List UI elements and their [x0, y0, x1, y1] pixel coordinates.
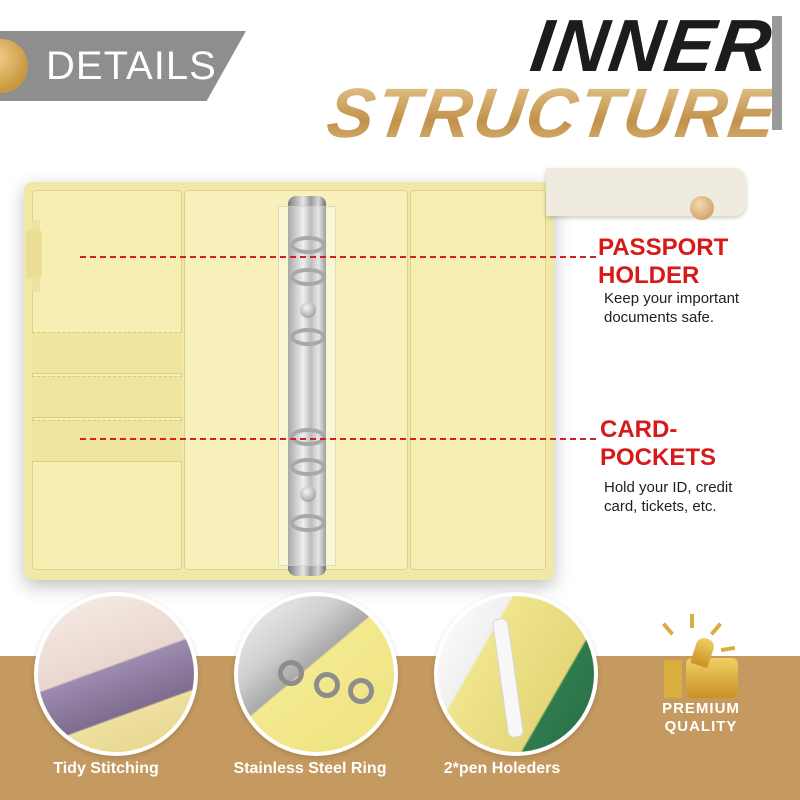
- details-tab-label: DETAILS: [46, 44, 217, 88]
- badge-line1: PREMIUM: [662, 700, 740, 717]
- badge-line2: QUALITY: [664, 718, 738, 735]
- stitching-photo: [38, 596, 194, 752]
- feature-label-pen: 2*pen Holeders: [443, 760, 561, 777]
- binder-ring: [290, 236, 326, 254]
- badge-ray: [709, 622, 723, 636]
- card-indicator-line: [80, 438, 596, 440]
- right-panel: [410, 190, 546, 570]
- snap-button-icon: [690, 196, 714, 220]
- binder-ring: [290, 514, 326, 532]
- thumbs-up-icon: [664, 635, 738, 698]
- feature-thumb-ring: [234, 592, 398, 756]
- badge-ray: [690, 614, 694, 628]
- screw-icon: [300, 486, 316, 502]
- card-pocket: [32, 332, 182, 374]
- ring-photo: [238, 596, 394, 752]
- ring-icon: [348, 678, 374, 704]
- elastic-tab: [26, 230, 42, 278]
- details-tab: DETAILS: [0, 31, 246, 101]
- binder-ring: [290, 328, 326, 346]
- details-tab-bar: [0, 31, 246, 101]
- screw-icon: [300, 302, 316, 318]
- binder-photo: [0, 170, 800, 590]
- ring-icon: [278, 660, 304, 686]
- binder-ring: [290, 428, 326, 446]
- metal-rail: [288, 196, 326, 576]
- passport-indicator-line: [80, 256, 596, 258]
- premium-quality-badge: PREMIUM QUALITY: [626, 600, 776, 750]
- card-pocket: [32, 376, 182, 418]
- callout-passport-title: PASSPORT HOLDER: [598, 234, 729, 289]
- title-structure: STRUCTURE: [322, 74, 784, 152]
- callout-passport-desc: Keep your important documents safe.: [604, 290, 740, 326]
- ring-binder-spine: [278, 196, 336, 576]
- callout-card-title: CARD- POCKETS: [600, 416, 717, 471]
- callout-card-desc: Hold your ID, credit card, tickets, etc.: [604, 479, 733, 515]
- snap-strap: [546, 168, 746, 216]
- clear-sheet: [278, 206, 336, 566]
- binder-ring: [290, 268, 326, 286]
- title-stripe: [772, 16, 782, 130]
- feature-label-stitching: Tidy Stitching: [53, 760, 159, 777]
- badge-ray: [661, 622, 675, 636]
- feature-thumb-stitching: [34, 592, 198, 756]
- feature-thumb-pen: [434, 592, 598, 756]
- binder-cover: [24, 182, 554, 580]
- card-pocket: [32, 420, 182, 462]
- feature-label-ring: Stainless Steel Ring: [233, 760, 387, 777]
- binder-ring: [290, 458, 326, 476]
- ring-icon: [314, 672, 340, 698]
